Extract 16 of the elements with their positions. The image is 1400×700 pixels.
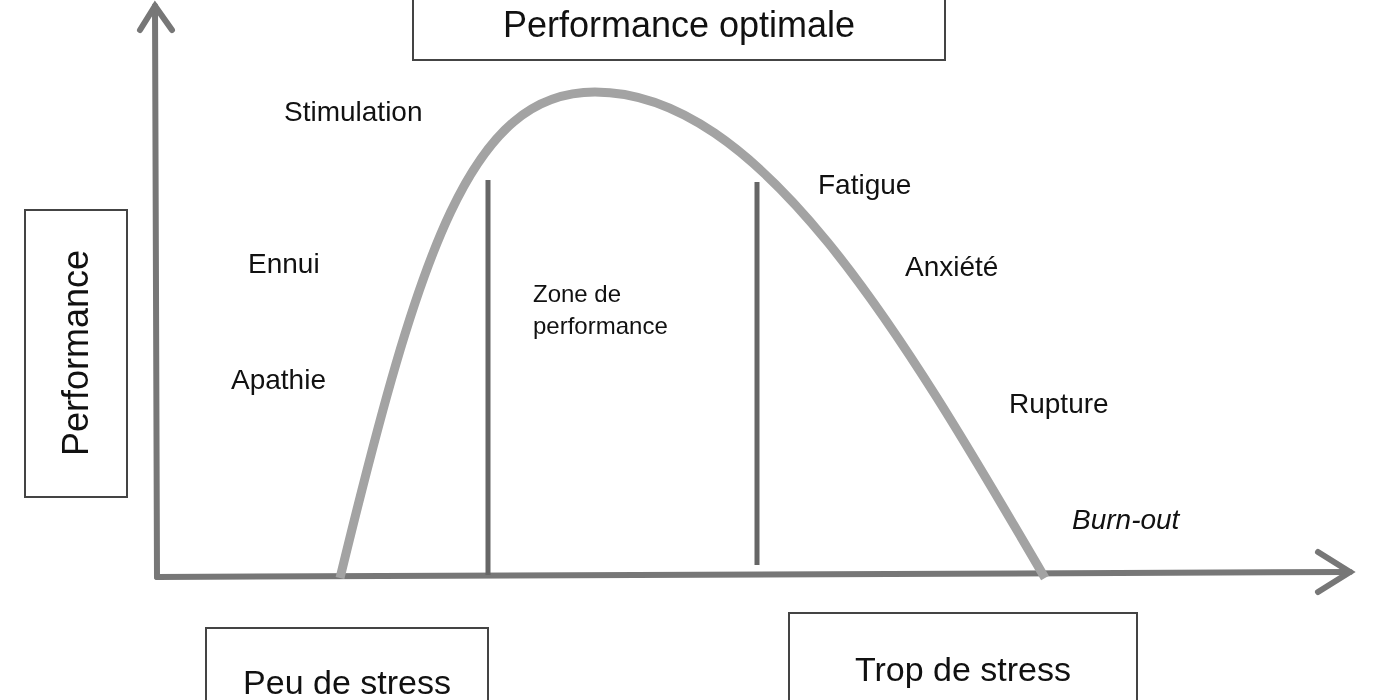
label-box [205, 627, 489, 700]
zone-label: Apathie [231, 363, 326, 397]
label-box [788, 612, 1138, 700]
box-text: Peu de stress [243, 662, 451, 700]
box-text: Trop de stress [854, 649, 1071, 690]
axis-title: Performance [54, 250, 97, 457]
zone-label: Ennui [248, 247, 320, 281]
zone-label: Zone de performance [533, 279, 669, 341]
zone-label: Fatigue [818, 168, 912, 202]
zone-label: Burn-out [1072, 503, 1180, 537]
label-box [24, 209, 128, 498]
label-box [412, 0, 946, 61]
zone-label: Rupture [1009, 387, 1109, 421]
box-text: Performance optimale [502, 2, 856, 47]
zone-label: Stimulation [284, 95, 423, 129]
zone-label: Anxiété [905, 250, 999, 284]
